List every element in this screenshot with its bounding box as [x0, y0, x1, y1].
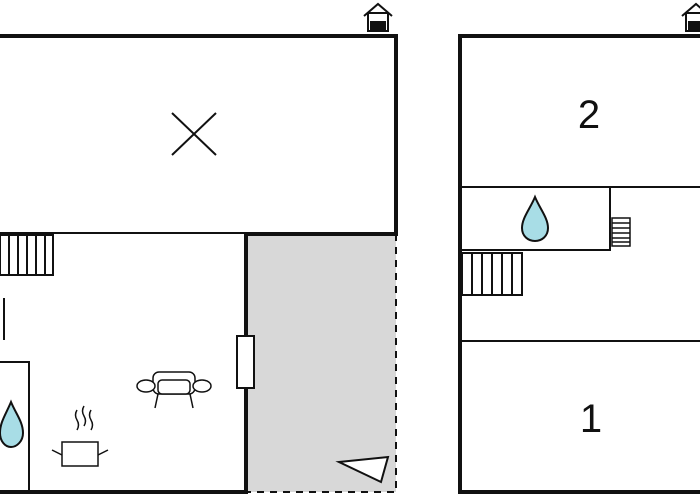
staircase-icon: [0, 234, 54, 276]
ground-floor-walls: [0, 34, 398, 494]
compass-icon: [335, 455, 390, 484]
room-label-2: 2: [578, 93, 600, 137]
staircase-icon: [611, 217, 631, 247]
bathroom-wall: [0, 361, 30, 492]
water-drop-icon: [520, 194, 550, 243]
staircase-icon: [461, 252, 523, 296]
bathroom-wall: [459, 186, 611, 251]
entrance-icon: [681, 2, 700, 32]
upper-floor: 2 1: [458, 2, 700, 494]
armchair-icon: [136, 371, 212, 409]
upper-floor-walls: [458, 34, 700, 494]
door-icon: [236, 335, 255, 389]
terrace-area: [246, 234, 396, 492]
water-drop-icon: [0, 399, 25, 449]
void-cross-icon: [171, 112, 217, 156]
room-label-1: 1: [580, 397, 602, 441]
ground-floor: [0, 2, 398, 494]
entrance-icon: [363, 2, 393, 32]
terrace-boundary: [246, 234, 397, 493]
cooking-pot-icon: [51, 405, 109, 467]
